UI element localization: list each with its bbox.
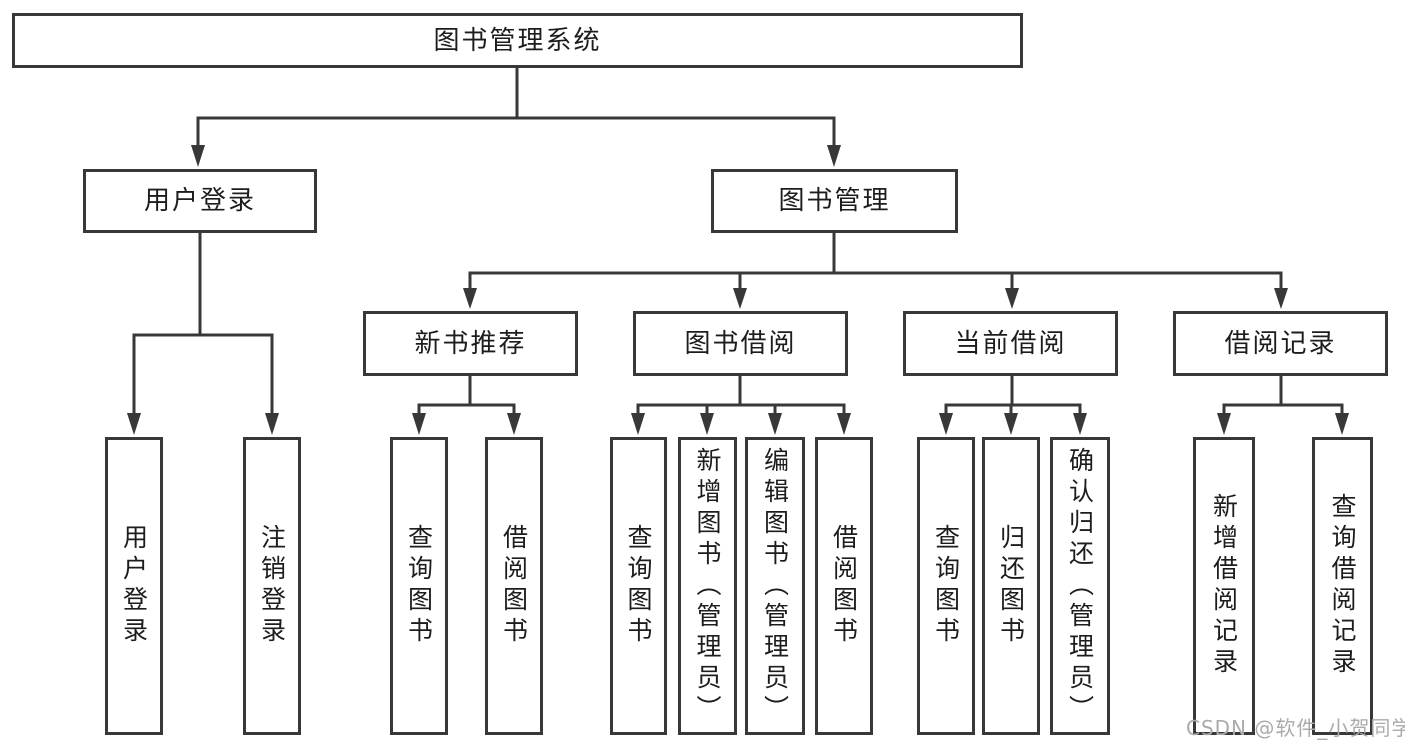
leaf-add-book-admin: 新增图书（管理员）: [678, 437, 737, 735]
leaf-query-books-borrowing: 查询图书: [610, 437, 667, 735]
node-label: 编辑图书（管理员）: [760, 446, 790, 726]
node-label: 注销登录: [257, 524, 287, 648]
leaf-edit-book-admin: 编辑图书（管理员）: [745, 437, 805, 735]
node-label: 用户登录: [143, 186, 256, 216]
leaf-logout-login: 注销登录: [243, 437, 301, 735]
node-new-book-recommendation: 新书推荐: [363, 311, 578, 376]
node-label: 查询借阅记录: [1328, 493, 1357, 679]
leaf-confirm-return-admin: 确认归还（管理员）: [1050, 437, 1110, 735]
node-label: 查询图书: [931, 524, 961, 648]
node-label: 图书管理系统: [433, 25, 602, 56]
node-label: 图书借阅: [684, 328, 797, 359]
node-label: 查询图书: [404, 524, 434, 648]
node-label: 确认归还（管理员）: [1065, 446, 1095, 726]
node-book-borrowing: 图书借阅: [633, 311, 848, 376]
leaf-user-login: 用户登录: [105, 437, 163, 735]
node-label: 查询图书: [624, 524, 653, 648]
node-label: 借阅图书: [829, 524, 859, 648]
node-label: 归还图书: [996, 524, 1026, 648]
leaf-query-borrowing-record: 查询借阅记录: [1312, 437, 1373, 735]
watermark-text: CSDN @软件_小贺同学: [1186, 716, 1405, 740]
node-label: 当前借阅: [954, 328, 1067, 359]
node-label: 借阅图书: [499, 524, 529, 648]
leaf-return-books: 归还图书: [982, 437, 1040, 735]
leaf-borrow-books-borrowing: 借阅图书: [815, 437, 873, 735]
node-label: 图书管理: [778, 186, 891, 216]
node-label: 新增借阅记录: [1209, 493, 1239, 679]
node-book-management: 图书管理: [711, 169, 958, 233]
node-label: 新书推荐: [414, 328, 527, 359]
node-current-borrowing: 当前借阅: [903, 311, 1118, 376]
leaf-query-books-current: 查询图书: [917, 437, 975, 735]
node-library-system: 图书管理系统: [12, 13, 1023, 68]
node-user-login: 用户登录: [83, 169, 317, 233]
leaf-query-books-recommend: 查询图书: [390, 437, 448, 735]
leaf-borrow-books-recommend: 借阅图书: [485, 437, 543, 735]
node-label: 用户登录: [119, 524, 149, 648]
node-label: 新增图书（管理员）: [693, 446, 722, 726]
leaf-add-borrowing-record: 新增借阅记录: [1193, 437, 1255, 735]
node-label: 借阅记录: [1224, 328, 1337, 359]
node-borrowing-records: 借阅记录: [1173, 311, 1388, 376]
